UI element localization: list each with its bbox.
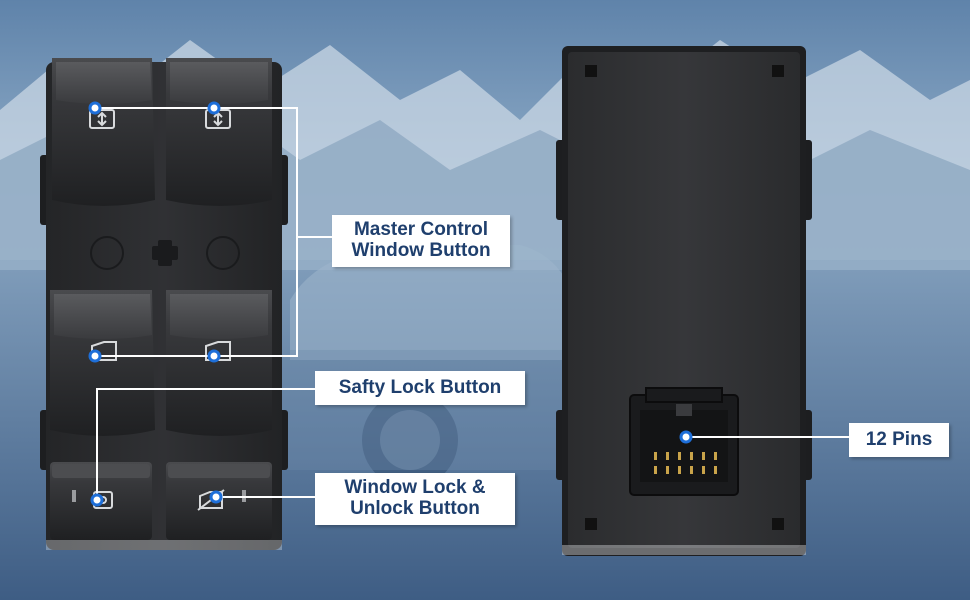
rear-window-icon [91,341,231,361]
window-lock-label-line1: Window Lock & [344,477,486,498]
master-control-label-line1: Master Control [353,219,489,240]
window-lock-label-line2: Unlock Button [350,498,480,519]
master-control-label-line2: Window Button [351,240,491,261]
pins-label: 12 Pins [849,423,949,457]
safety-lock-label: Safty Lock Button [315,371,525,405]
connector-12-pins [629,387,739,496]
master-switch-back [556,46,849,556]
master-switch-front [40,58,332,550]
master-control-label: Master Control Window Button [332,215,510,267]
window-lock-label: Window Lock & Unlock Button [315,473,515,525]
